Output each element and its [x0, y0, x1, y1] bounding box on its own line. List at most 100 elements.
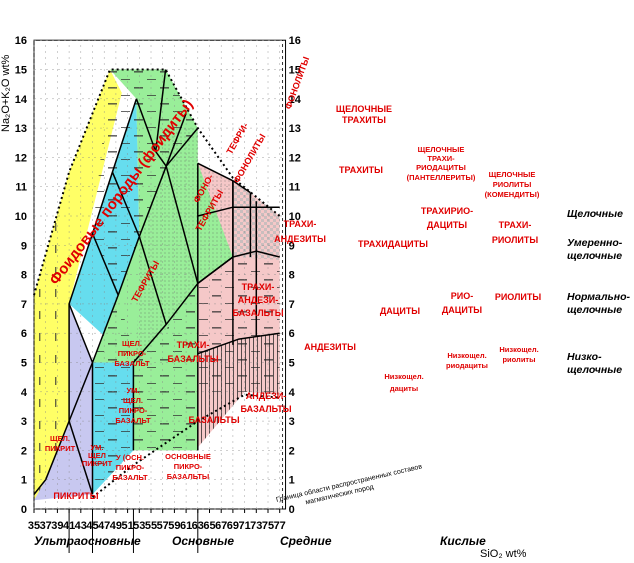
field-low-alk-dacite-1: Низкощел.: [384, 372, 423, 381]
y-tick-right-4: 4: [289, 387, 296, 399]
field-alk-picrobasalt-1: ЩЕЛ.: [122, 339, 142, 348]
y-axis-title: Na₂O+K₂O wt%: [0, 54, 12, 132]
y-tick-right-16: 16: [289, 35, 301, 47]
field-trachyrhyolite-2: РИОЛИТЫ: [492, 235, 539, 245]
boundary-24: [33, 479, 47, 495]
field-rhyodacite-2: ДАЦИТЫ: [442, 305, 482, 315]
x-tick-17: 69: [227, 520, 239, 532]
y-tick-left-2: 2: [21, 445, 27, 457]
field-mod-alk-picrobasalt-3: ПИКРО-: [119, 406, 148, 415]
x-tick-1: 37: [40, 520, 52, 532]
field-picrite: ПИКРИТЫ: [53, 491, 98, 501]
y-tick-left-12: 12: [15, 152, 27, 164]
field-andesibasalt-2: БАЗАЛЬТЫ: [240, 404, 291, 414]
y-tick-left-7: 7: [21, 299, 27, 311]
x-tick-4: 43: [75, 520, 87, 532]
field-trachyandesibasalt-1: ТРАХИ-: [242, 282, 275, 292]
x-axis-title: SiO₂ wt%: [480, 548, 527, 560]
boundary-16: [154, 69, 167, 152]
field-alk-trachyrhyodacite-1: ЩЕЛОЧНЫЕ: [418, 145, 465, 154]
field-ultraalk-picrite-1: УМ.: [91, 443, 104, 452]
field-rhyolite: РИОЛИТЫ: [495, 292, 542, 302]
field-alk-trachyrhyodacite-3: РИОДАЦИТЫ: [416, 163, 466, 172]
field-low-alk-dacite-2: дациты: [390, 384, 418, 393]
x-tick-21: 77: [274, 520, 286, 532]
boundary-6: [111, 171, 140, 237]
field-rhyodacite-1: РИО-: [451, 291, 473, 301]
boundary-14: [165, 127, 199, 167]
x-tick-2: 39: [51, 520, 63, 532]
y-tick-left-16: 16: [15, 35, 27, 47]
group-basic: Основные: [172, 534, 234, 548]
series-low-1: Низко-: [567, 351, 602, 363]
group-labels: Ультраосновные Основные Средние Кислые: [34, 534, 486, 548]
field-normal-picrobasalt-3: БАЗАЛЬТ: [112, 473, 148, 482]
y-tick-left-13: 13: [15, 123, 27, 135]
x-tick-15: 65: [203, 520, 215, 532]
field-trachyrhyolite-1: ТРАХИ-: [499, 220, 532, 230]
pattern-dash-basalt: [92, 295, 137, 495]
series-alkaline: Щелочные: [567, 208, 623, 220]
y-tick-right-11: 11: [289, 182, 301, 194]
envelope-lower: [91, 393, 280, 499]
y-tick-left-1: 1: [21, 475, 27, 487]
y-tick-right-9: 9: [289, 240, 295, 252]
field-basic-picrobasalt-1: ОСНОВНЫЕ: [165, 452, 211, 461]
field-tephriphonolite-1: ТЕФРИ-: [224, 121, 250, 156]
field-alk-picrobasalt-3: БАЗАЛЬТ: [114, 359, 150, 368]
pattern-dash-andesite: [133, 283, 198, 451]
field-alk-rhyolite-1: ЩЕЛОЧНЫЕ: [489, 170, 536, 179]
field-normal-picrobasalt-2: ПИКРО-: [116, 463, 145, 472]
y-tick-left-6: 6: [21, 328, 27, 340]
y-tick-right-8: 8: [289, 270, 295, 282]
series-low-2: щелочные: [567, 364, 622, 376]
y-tick-right-5: 5: [289, 358, 295, 370]
y-tick-left-3: 3: [21, 416, 27, 428]
x-tick-12: 59: [168, 520, 180, 532]
y-tick-right-15: 15: [289, 65, 301, 77]
y-tick-left-0: 0: [21, 504, 27, 516]
field-alk-rhyolite-3: (КОМЕНДИТЫ): [485, 190, 540, 199]
pattern-dash-phonolite: [92, 69, 198, 296]
field-alk-picrite-1: ЩЕЛ.: [50, 434, 70, 443]
x-tick-18: 71: [238, 520, 250, 532]
boundary-19: [197, 206, 280, 217]
field-dacite: ДАЦИТЫ: [380, 306, 420, 316]
field-andesite: АНДЕЗИТЫ: [304, 342, 356, 352]
boundary-9: [165, 166, 199, 284]
boundary-20: [197, 332, 280, 355]
field-mod-alk-picrobasalt-1: УМ.: [127, 386, 140, 395]
field-trachyrhyodacite-1: ТРАХИРИО-: [421, 206, 473, 216]
field-trachyandesite-1: ТРАХИ-: [284, 219, 317, 229]
y-tick-left-8: 8: [21, 270, 27, 282]
field-ultraalk-picrite-3: ПИКРИТ: [82, 459, 113, 468]
field-trachyandesibasalt-2: АНДЕЗИ-: [238, 295, 279, 305]
field-alk-trachyrhyodacite-4: (ПАНТЕЛЛЕРИТЫ): [407, 173, 476, 182]
field-basic-picrobasalt-3: БАЗАЛЬТЫ: [167, 472, 210, 481]
field-basic-picrobasalt-2: ПИКРО-: [174, 462, 203, 471]
boundary-note-1: Граница области распространенных составо…: [275, 462, 423, 503]
field-trachyrhyodacite-2: ДАЦИТЫ: [427, 220, 467, 230]
field-trachyandesite-2: АНДЕЗИТЫ: [274, 234, 326, 244]
boundary-4: [68, 303, 94, 363]
boundary-17: [197, 250, 280, 284]
field-trachybasalt-2: БАЗАЛЬТЫ: [167, 354, 218, 364]
field-basalt: БАЗАЛЬТЫ: [188, 415, 239, 425]
boundary-23: [68, 420, 94, 495]
y-tick-right-0: 0: [289, 504, 295, 516]
field-mod-alk-picrobasalt-2: ЩЕЛ.: [123, 396, 143, 405]
x-tick-10: 55: [145, 520, 157, 532]
pattern-dots-trachyandesite: [136, 166, 198, 363]
y-tick-right-2: 2: [289, 445, 295, 457]
field-trachybasalt-1: ТРАХИ-: [177, 340, 210, 350]
y-tick-left-14: 14: [15, 94, 28, 106]
series-moderate-1: Умеренно-: [567, 237, 623, 249]
field-normal-picrobasalt-1: У (ОСН.: [116, 453, 144, 462]
group-ultrabasic: Ультраосновные: [34, 534, 141, 548]
y-tick-right-1: 1: [289, 475, 295, 487]
y-tick-right-7: 7: [289, 299, 295, 311]
x-tick-20: 75: [262, 520, 274, 532]
field-low-alk-rhyolite-1: Низкощел.: [499, 345, 538, 354]
y-tick-left-15: 15: [15, 65, 27, 77]
